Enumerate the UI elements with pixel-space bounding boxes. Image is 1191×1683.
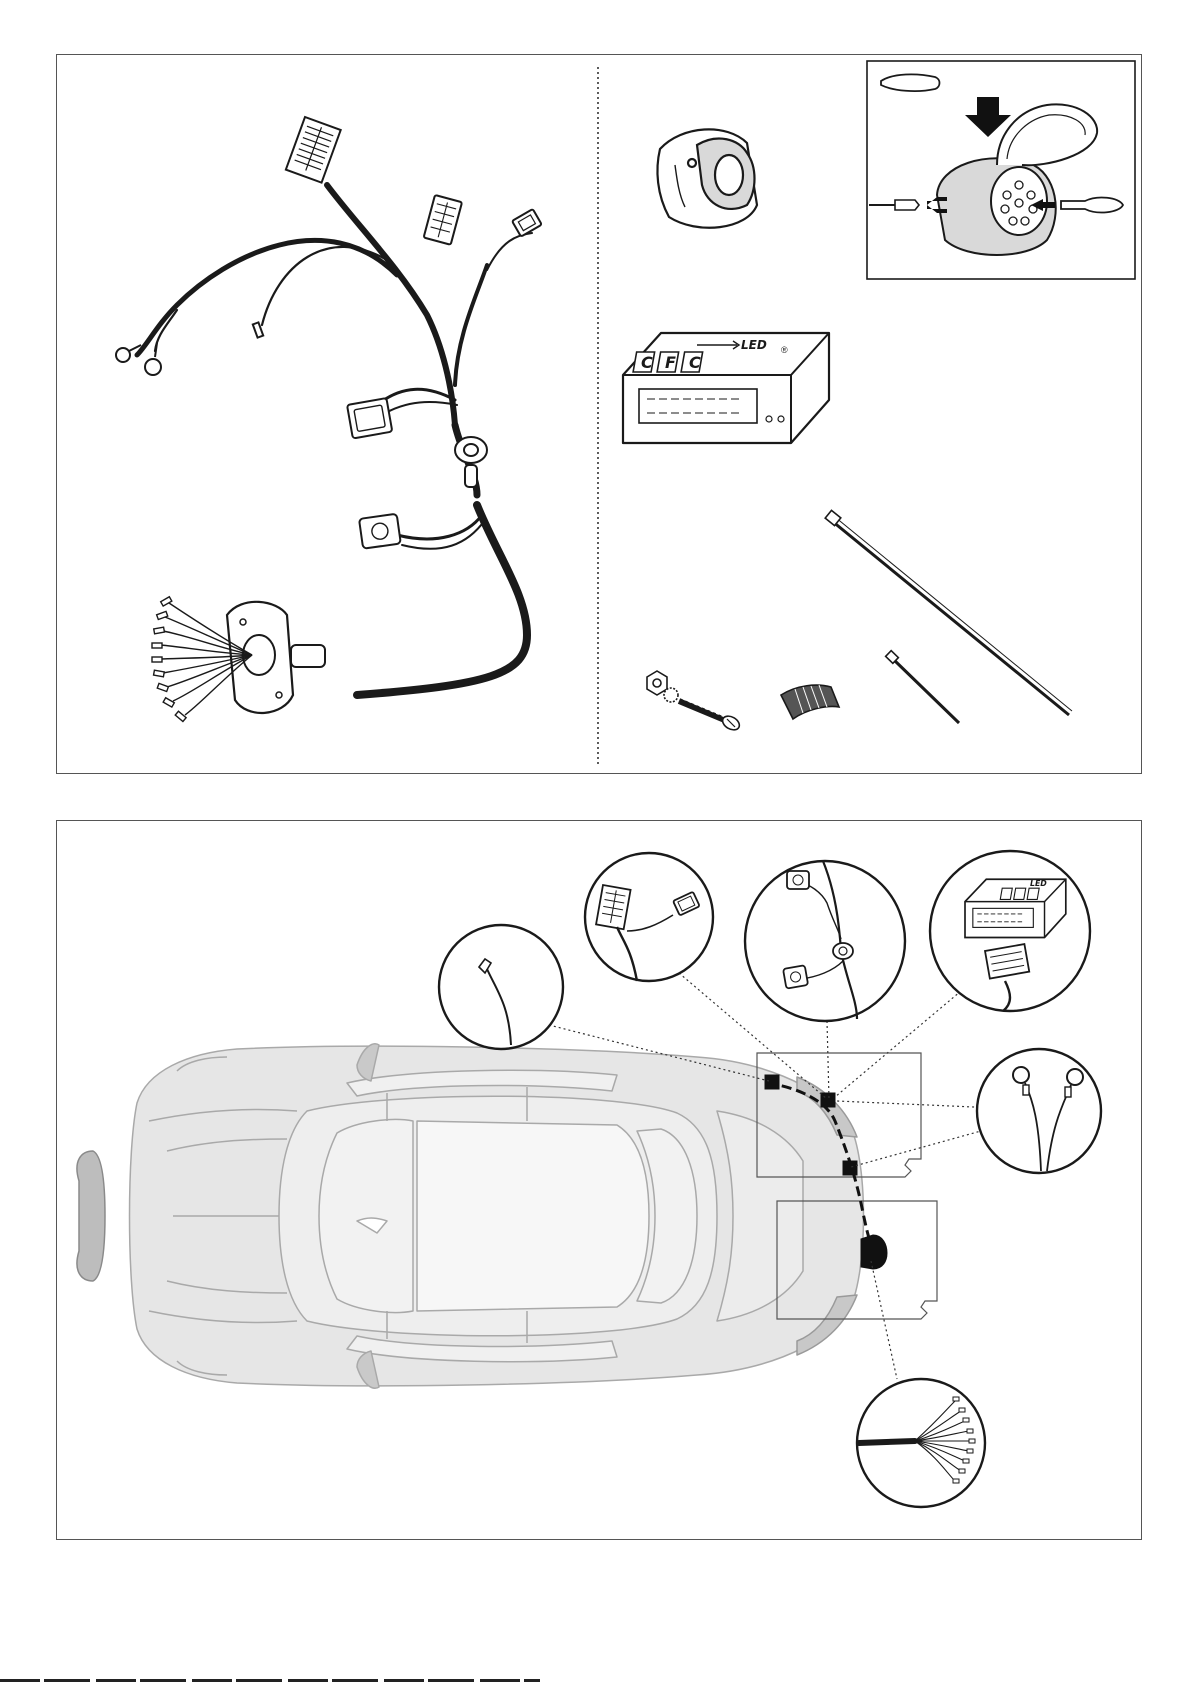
module-brand-label: LED bbox=[741, 338, 767, 352]
harness-connector-upper-a bbox=[424, 195, 462, 245]
towbar-socket bbox=[657, 129, 757, 227]
harness-connector-lower bbox=[359, 514, 401, 549]
footer-rule bbox=[0, 1679, 540, 1682]
detail-circle-module: LED bbox=[930, 851, 1090, 1011]
vehicle-top-view bbox=[77, 1044, 864, 1388]
route-socket-marker bbox=[861, 1235, 887, 1269]
cable-tie-short bbox=[886, 651, 959, 723]
detail-circle-wire-ends bbox=[857, 1379, 985, 1507]
installation-drawing: LED bbox=[57, 821, 1143, 1541]
harness-connector-upper-b bbox=[512, 209, 542, 237]
detail-circle-ring-terminals bbox=[977, 1049, 1101, 1173]
socket-assembly-inset bbox=[867, 61, 1135, 279]
harness-connector-mid bbox=[347, 398, 392, 438]
detail-circle-grommet bbox=[745, 861, 905, 1021]
front-grille bbox=[77, 1151, 105, 1281]
route-marker-1 bbox=[765, 1075, 779, 1089]
kit-contents-panel: LED C F C ® bbox=[56, 54, 1142, 774]
led-cfc-module: LED C F C ® bbox=[623, 333, 829, 443]
module-registered-mark: ® bbox=[781, 345, 788, 355]
route-marker-3 bbox=[843, 1161, 857, 1175]
adhesive-foam-pad bbox=[781, 685, 839, 719]
screw-nut-washer bbox=[647, 671, 742, 733]
module-logo-letter-2: F bbox=[665, 353, 676, 372]
module-logo-letter-1: C bbox=[641, 353, 653, 372]
detail-circle-rear-light-connectors bbox=[585, 853, 713, 981]
harness-connector-16pin bbox=[286, 117, 341, 183]
kit-contents-drawing: LED C F C ® bbox=[57, 55, 1143, 775]
module-logo-letter-3: C bbox=[689, 353, 701, 372]
cable-tie-long bbox=[825, 510, 1072, 715]
ring-terminals bbox=[116, 322, 263, 375]
detail-circle-ground-pin bbox=[439, 925, 563, 1049]
module-logo: C F C bbox=[633, 352, 703, 372]
route-marker-2 bbox=[821, 1093, 835, 1107]
mini-module-brand-label: LED bbox=[1030, 879, 1047, 888]
harness-grommet bbox=[455, 437, 487, 487]
installation-panel: LED bbox=[56, 820, 1142, 1540]
